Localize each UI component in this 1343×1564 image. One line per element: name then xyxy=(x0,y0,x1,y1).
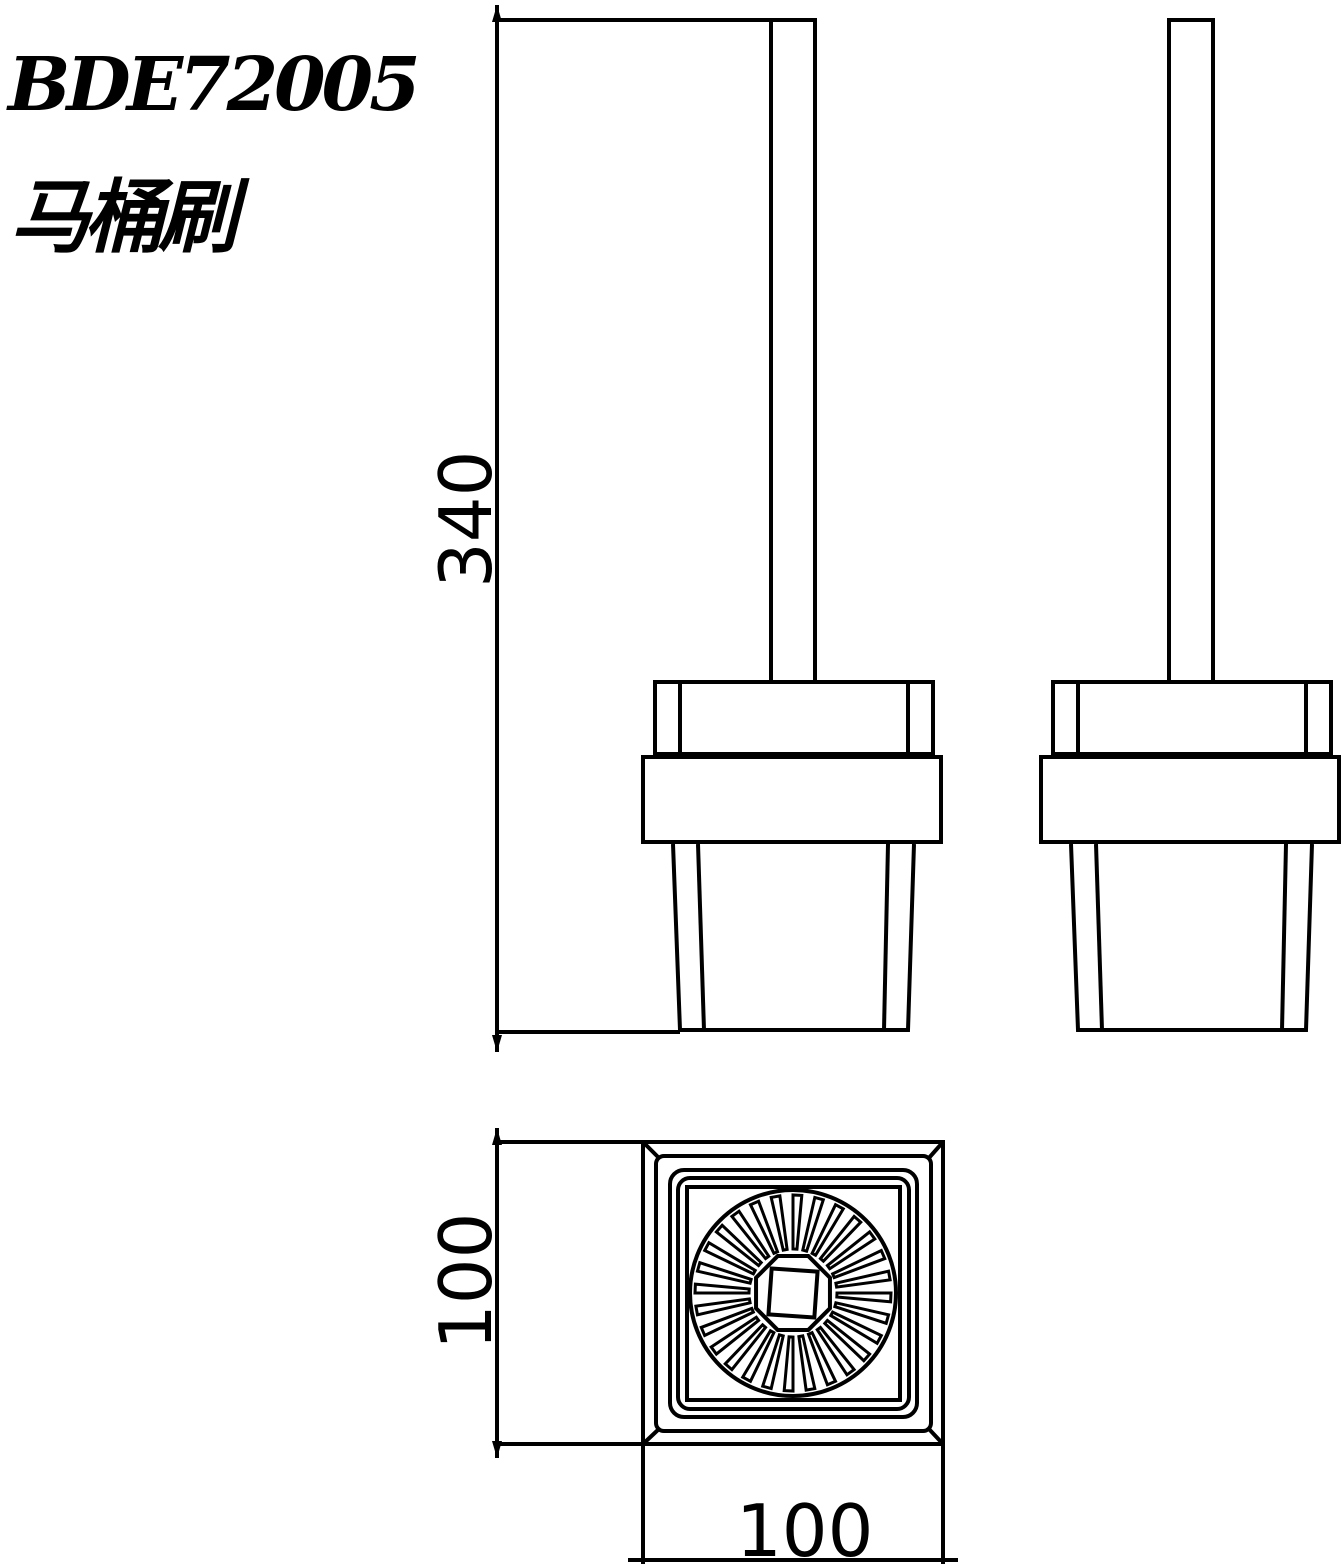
side-cup-inner-right xyxy=(1280,843,1288,1031)
side-cup-inner-left xyxy=(1094,843,1104,1031)
side-lid xyxy=(1051,680,1333,756)
depth-dimension xyxy=(492,1128,643,1458)
bristle xyxy=(729,1209,771,1261)
bristle xyxy=(694,1297,752,1317)
bristle xyxy=(835,1291,893,1304)
depth-dimension-label: 100 xyxy=(424,1213,508,1350)
bristle xyxy=(801,1195,826,1253)
top-brush-bristles xyxy=(693,1193,893,1393)
side-handle xyxy=(1167,18,1215,684)
bristle xyxy=(828,1310,884,1346)
bristle xyxy=(693,1282,751,1295)
top-frame-3 xyxy=(676,1176,911,1411)
bristle xyxy=(723,1322,768,1372)
width-dimension xyxy=(628,1444,958,1564)
bristle xyxy=(714,1223,764,1268)
front-lid xyxy=(653,680,935,756)
bristle xyxy=(818,1214,863,1264)
bristle xyxy=(834,1269,892,1289)
height-dimension-label: 340 xyxy=(424,451,508,588)
top-brush-rim xyxy=(688,1188,898,1398)
bristle xyxy=(695,1260,753,1285)
bristle xyxy=(815,1325,857,1377)
top-corner-tl xyxy=(641,1140,662,1161)
bristle xyxy=(709,1315,761,1357)
side-cup xyxy=(1069,843,1314,1032)
top-hub-square xyxy=(766,1266,820,1320)
front-cup-inner-left xyxy=(696,843,706,1031)
bristle xyxy=(833,1301,891,1326)
bristle xyxy=(760,1333,785,1391)
bristle xyxy=(797,1334,817,1392)
top-corner-tr xyxy=(926,1140,945,1161)
bristle xyxy=(830,1248,887,1280)
bristle xyxy=(699,1306,756,1338)
front-band xyxy=(641,755,943,844)
height-arrow-bottom xyxy=(492,1035,502,1052)
top-inner-square xyxy=(685,1185,902,1402)
bristle xyxy=(702,1240,758,1276)
side-view xyxy=(1039,18,1341,1032)
width-dimension-label: 100 xyxy=(736,1489,873,1564)
top-corner-br xyxy=(926,1426,945,1446)
bristle xyxy=(769,1194,789,1252)
bristle xyxy=(822,1318,872,1363)
bristle xyxy=(782,1335,795,1393)
top-frame-1 xyxy=(654,1154,933,1433)
model-number: BDE72005 xyxy=(8,42,421,128)
top-corner-bl xyxy=(641,1426,662,1446)
depth-arrow-top xyxy=(492,1128,502,1145)
bristle xyxy=(740,1328,776,1384)
front-cup xyxy=(671,843,916,1032)
top-view xyxy=(641,1140,945,1446)
top-hub-octagon xyxy=(754,1254,832,1332)
bristle xyxy=(806,1330,838,1387)
product-name: 马桶刷 xyxy=(10,171,238,264)
bristle xyxy=(825,1229,877,1271)
front-view xyxy=(641,18,943,1032)
top-frame-2 xyxy=(668,1168,919,1419)
front-handle xyxy=(769,18,817,684)
front-cup-inner-right xyxy=(882,843,890,1031)
height-arrow-top xyxy=(492,5,502,22)
bristle xyxy=(748,1199,780,1256)
height-dimension xyxy=(492,5,815,1052)
top-outer-square xyxy=(641,1140,945,1446)
bristle xyxy=(791,1193,804,1251)
bristle xyxy=(810,1202,846,1258)
side-band xyxy=(1039,755,1341,844)
depth-arrow-bottom xyxy=(492,1441,502,1458)
